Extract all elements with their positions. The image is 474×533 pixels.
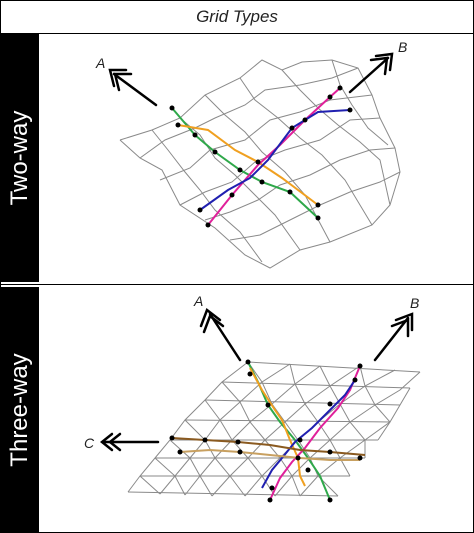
node bbox=[205, 222, 211, 228]
node bbox=[297, 437, 303, 443]
node bbox=[237, 449, 243, 455]
node bbox=[302, 117, 308, 123]
node bbox=[177, 449, 183, 455]
node bbox=[337, 85, 343, 91]
title-bar: Grid Types bbox=[1, 1, 473, 34]
three-way-mesh bbox=[127, 361, 421, 497]
node bbox=[212, 149, 218, 155]
node bbox=[202, 437, 208, 443]
node bbox=[269, 485, 275, 491]
mesh-line bbox=[229, 171, 401, 241]
two-way-arrow-a bbox=[108, 68, 158, 107]
two-way-arrow-b bbox=[348, 52, 394, 94]
node bbox=[305, 467, 311, 473]
strand-blue bbox=[261, 379, 356, 489]
row-label-three-way: Three-way bbox=[1, 287, 39, 532]
node bbox=[247, 371, 253, 377]
node bbox=[315, 215, 321, 221]
node bbox=[352, 377, 358, 383]
node bbox=[192, 132, 198, 138]
three-way-axis-c-label: C bbox=[84, 435, 95, 451]
strand-magenta bbox=[269, 365, 361, 501]
node bbox=[287, 189, 293, 195]
row-label-two-way: Two-way bbox=[1, 34, 39, 282]
node bbox=[265, 402, 271, 408]
node bbox=[267, 497, 273, 503]
node bbox=[315, 202, 321, 208]
node bbox=[327, 401, 333, 407]
node bbox=[357, 363, 363, 369]
node bbox=[197, 207, 203, 213]
node bbox=[175, 122, 181, 128]
strand-orange bbox=[249, 367, 306, 487]
two-way-axis-a-label: A bbox=[95, 55, 105, 71]
node bbox=[295, 455, 301, 461]
node bbox=[259, 179, 265, 185]
three-way-nodes bbox=[169, 359, 363, 503]
two-way-nodes bbox=[169, 85, 353, 228]
three-way-diagram: A B C bbox=[84, 293, 421, 503]
three-way-axis-a-label: A bbox=[193, 293, 203, 309]
node bbox=[327, 449, 333, 455]
node bbox=[169, 435, 175, 441]
mesh-line bbox=[204, 147, 396, 221]
node bbox=[169, 105, 175, 111]
node bbox=[237, 167, 243, 173]
strand-brown bbox=[171, 437, 366, 456]
three-way-axis-b-label: B bbox=[410, 295, 419, 311]
mesh-line bbox=[281, 69, 391, 206]
mesh-line bbox=[151, 129, 263, 263]
node bbox=[289, 125, 295, 131]
strand-orange bbox=[177, 124, 319, 206]
figure-title: Grid Types bbox=[196, 7, 278, 26]
mesh-line bbox=[331, 59, 389, 146]
node bbox=[245, 359, 251, 365]
three-way-arrow-a bbox=[199, 307, 242, 362]
node bbox=[327, 497, 333, 503]
mesh-line bbox=[179, 117, 301, 251]
node bbox=[357, 455, 363, 461]
node bbox=[347, 107, 353, 113]
row-divider bbox=[1, 284, 473, 285]
node bbox=[327, 94, 333, 100]
two-way-axis-b-label: B bbox=[398, 39, 407, 55]
strand-blue bbox=[199, 109, 351, 211]
three-way-arrow-c bbox=[99, 432, 160, 452]
strand-tan bbox=[179, 448, 360, 461]
mesh-line bbox=[139, 67, 359, 159]
two-way-diagram: A B bbox=[95, 39, 407, 269]
node bbox=[235, 439, 241, 445]
node bbox=[255, 159, 261, 165]
mesh-line bbox=[239, 77, 373, 226]
three-way-arrow-b bbox=[373, 312, 414, 362]
node bbox=[229, 192, 235, 198]
